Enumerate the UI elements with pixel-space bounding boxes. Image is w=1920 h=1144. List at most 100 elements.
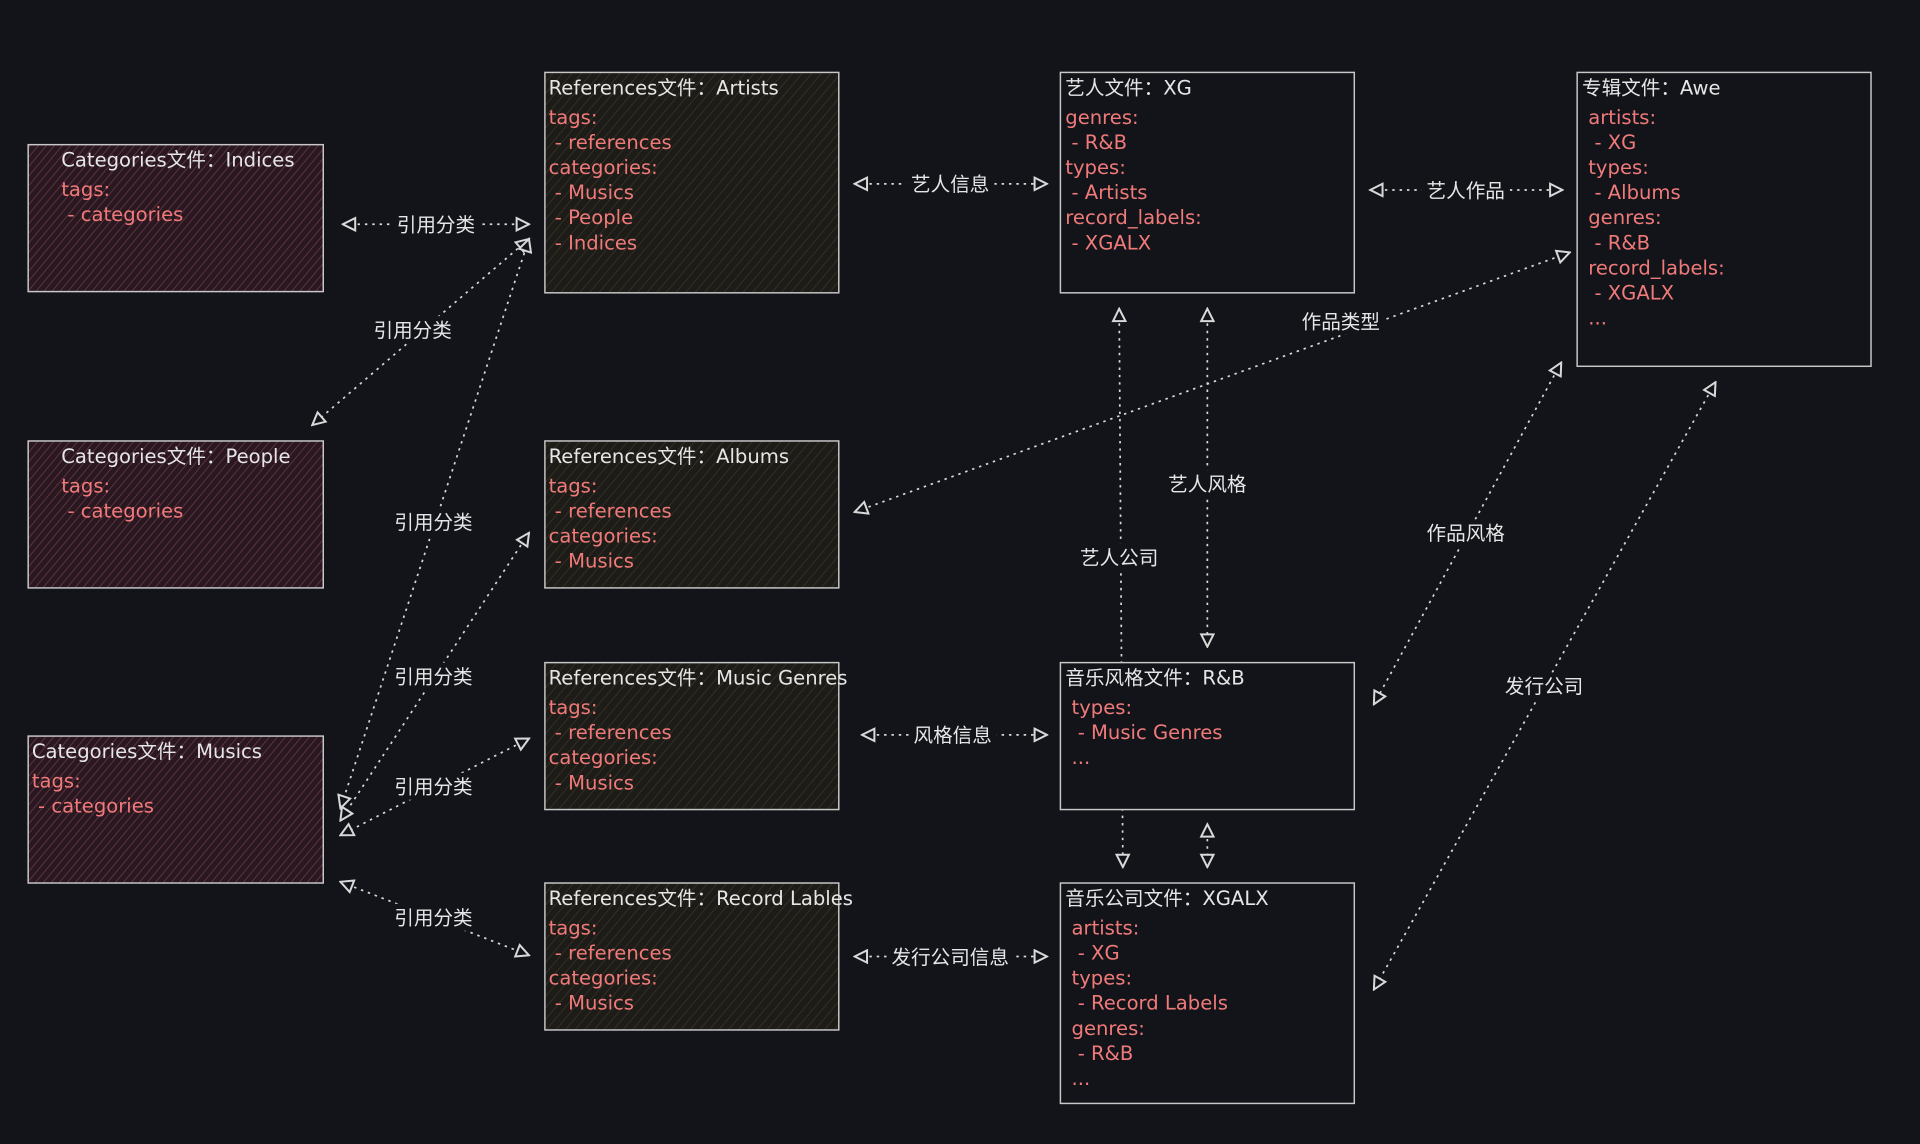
connector-e6[interactable]: 引用分类 — [340, 882, 529, 955]
node-field-line: categories: — [549, 967, 658, 990]
node-field-line: record_labels: — [1582, 256, 1725, 279]
label-background — [886, 943, 1014, 970]
connector-line — [855, 252, 1570, 512]
node-field-line: artists: — [1582, 106, 1656, 129]
node-field-line: ... — [1582, 307, 1607, 330]
connector-e7[interactable]: 艺人信息 — [855, 170, 1047, 198]
node-field-line: - R&B — [1582, 231, 1650, 254]
label-background — [1296, 307, 1385, 335]
connector-e5[interactable]: 引用分类 — [340, 739, 529, 836]
node-field-line: record_labels: — [1065, 206, 1201, 229]
node-field-line: - Record Labels — [1065, 992, 1228, 1015]
node-field-line: tags: — [32, 770, 81, 793]
node-field-line: tags: — [61, 178, 110, 201]
node-field-line: - Music Genres — [1065, 721, 1222, 744]
node-field-line: - XGALX — [1065, 231, 1151, 254]
label-background — [389, 772, 478, 800]
node-frame — [1576, 71, 1872, 368]
node-field-line: - Indices — [549, 231, 638, 254]
node-field-line: genres: — [1582, 206, 1662, 229]
connector-label: 艺人信息 — [911, 173, 989, 196]
node-field-line: - categories — [32, 795, 154, 818]
node-xgalx[interactable]: 音乐公司文件：XGALX artists: - XG types: - Reco… — [1059, 882, 1356, 1105]
node-field-line: - categories — [61, 500, 183, 523]
node-title: Categories文件：Indices — [61, 149, 294, 172]
node-field-line: tags: — [549, 916, 598, 939]
node-field-line: - XGALX — [1582, 282, 1674, 305]
connector-label: 作品类型 — [1302, 310, 1380, 333]
node-frame — [544, 440, 840, 589]
connector-e13[interactable]: 风格信息 — [862, 721, 1047, 749]
label-background — [391, 210, 480, 238]
label-background — [906, 170, 995, 198]
node-field-line: - Musics — [549, 181, 634, 204]
node-musics[interactable]: Categories文件：Musics tags: - categories — [27, 735, 324, 884]
node-field-line: - People — [549, 206, 634, 229]
connector-label: 引用分类 — [397, 214, 475, 237]
node-field-line: tags: — [549, 696, 598, 719]
node-frame — [27, 735, 324, 884]
node-title: 专辑文件：Awe — [1582, 76, 1721, 99]
node-title: References文件：Albums — [549, 445, 789, 468]
node-field-line: tags: — [61, 474, 110, 497]
connector-line — [340, 739, 529, 836]
node-field-line: genres: — [1065, 106, 1138, 129]
connector-label: 引用分类 — [373, 319, 451, 342]
node-field-line: - R&B — [1065, 131, 1127, 154]
connector-e10[interactable]: 艺人公司 — [1075, 309, 1164, 867]
connector-label: 艺人作品 — [1427, 179, 1505, 202]
connector-e9[interactable]: 作品类型 — [855, 252, 1570, 512]
connector-e8[interactable]: 艺人作品 — [1370, 176, 1562, 204]
node-frame — [544, 661, 840, 811]
node-field-line: categories: — [549, 156, 658, 179]
connector-e14[interactable]: 发行公司信息 — [855, 943, 1047, 970]
node-frame — [1059, 661, 1356, 811]
node-title: References文件：Record Lables — [549, 887, 853, 910]
node-frame — [27, 143, 324, 293]
node-field-line: - Albums — [1582, 181, 1681, 204]
label-background — [389, 508, 478, 536]
connector-label: 引用分类 — [394, 511, 472, 534]
connector-label: 引用分类 — [394, 776, 472, 799]
connector-label: 发行公司 — [1505, 675, 1583, 698]
label-background — [1421, 176, 1510, 204]
node-frame — [1059, 71, 1356, 294]
node-field-line: ... — [1065, 1067, 1090, 1090]
node-field-line: types: — [1065, 967, 1132, 990]
connector-label: 引用分类 — [394, 665, 472, 688]
node-title: 音乐风格文件：R&B — [1065, 667, 1244, 690]
node-title: References文件：Music Genres — [549, 667, 848, 690]
node-field-line: categories: — [549, 746, 658, 769]
node-field-line: - references — [549, 721, 672, 744]
connector-label: 风格信息 — [913, 724, 991, 747]
connector-e1[interactable]: 引用分类 — [343, 210, 529, 238]
node-field-line: - Musics — [549, 550, 634, 573]
node-field-line: - Artists — [1065, 181, 1147, 204]
connector-label: 艺人风格 — [1168, 473, 1247, 496]
label-background — [1500, 672, 1589, 700]
connector-label: 发行公司信息 — [891, 946, 1008, 969]
node-title: References文件：Artists — [549, 76, 779, 99]
connector-line — [1374, 382, 1716, 989]
node-field-line: - XG — [1065, 942, 1119, 965]
node-rnb[interactable]: 音乐风格文件：R&B types: - Music Genres ... — [1059, 661, 1356, 811]
node-title: Categories文件：Musics — [32, 740, 262, 763]
node-frame — [1059, 882, 1356, 1105]
node-ref-genres[interactable]: References文件：Music Genres tags: - referen… — [544, 661, 848, 811]
connector-e16[interactable]: 发行公司 — [1374, 382, 1716, 989]
node-frame — [27, 440, 324, 589]
node-field-line: - Musics — [549, 771, 634, 794]
node-field-line: types: — [1065, 696, 1132, 719]
node-frame — [544, 882, 840, 1031]
label-background — [1075, 543, 1164, 571]
node-field-line: genres: — [1065, 1017, 1145, 1040]
node-field-line: categories: — [549, 525, 658, 548]
node-awe[interactable]: 专辑文件：Awe artists: - XG types: - Albums g… — [1576, 71, 1872, 368]
